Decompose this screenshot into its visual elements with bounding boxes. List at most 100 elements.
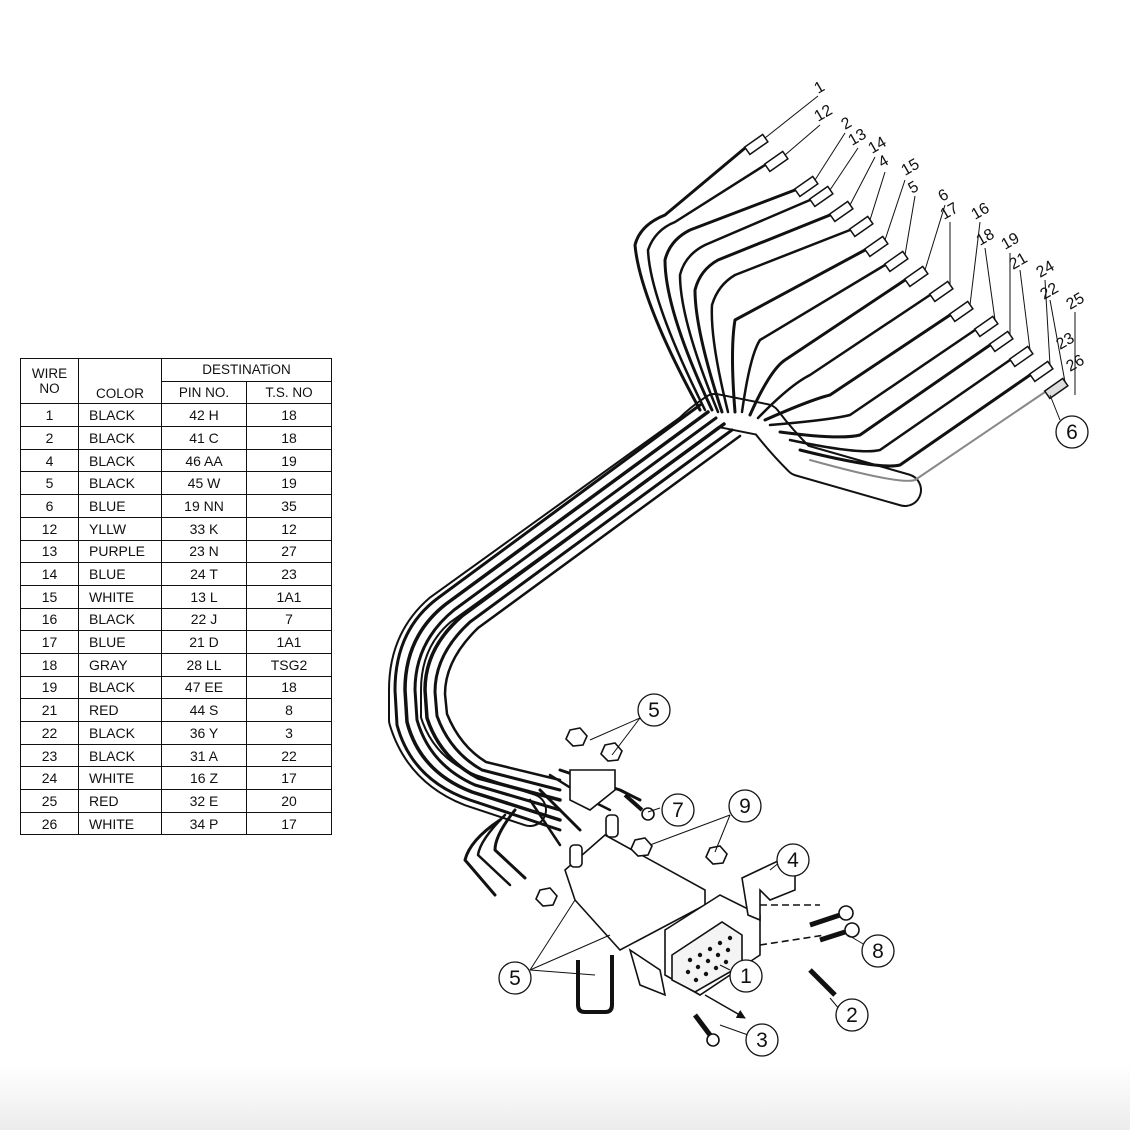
- insertion-arrow: [704, 994, 746, 1019]
- header-color: COLOR: [78, 357, 162, 405]
- callout-circle: [861, 934, 895, 968]
- wire-end-label: 12: [812, 102, 836, 126]
- wire-end-label: 16: [969, 200, 993, 224]
- bundle-wire-d: [423, 422, 726, 802]
- wire-terminals: [743, 133, 1069, 400]
- callout-number: 3: [756, 1029, 768, 1052]
- ts-cell: 17: [246, 811, 332, 836]
- color-cell: BLACK: [78, 721, 162, 745]
- callout-item-9: 9: [728, 789, 762, 823]
- wire-end-label: 26: [1064, 352, 1088, 376]
- fan-wire-6: [710, 228, 852, 414]
- color-cell: WHITE: [78, 811, 162, 836]
- terminal: [863, 235, 889, 258]
- pin-cell: 21 D: [161, 630, 247, 654]
- bundle-wire-b: [403, 410, 710, 822]
- callout-circle: [729, 959, 763, 993]
- callout-item-4: 4: [776, 843, 810, 877]
- header-pin-no: PIN NO.: [161, 380, 247, 405]
- lower-fan-1: [463, 818, 502, 897]
- pin: [715, 952, 721, 958]
- wire-end-label: 17: [938, 200, 962, 224]
- pin: [693, 977, 699, 983]
- lower-fan-4: [528, 798, 562, 847]
- terminal: [763, 150, 789, 173]
- connector-assembly: [535, 727, 860, 1047]
- callout-number: 2: [846, 1004, 858, 1027]
- terminal: [973, 315, 999, 338]
- screw-head: [844, 922, 860, 938]
- terminal: [828, 200, 854, 223]
- terminal: [808, 185, 834, 208]
- pin: [713, 965, 719, 971]
- callout-circle: [637, 693, 671, 727]
- header-ts-no: T.S. NO: [246, 380, 332, 405]
- terminal: [948, 300, 974, 323]
- pin-cell: 34 P: [161, 811, 247, 836]
- bundle-wire-c: [413, 416, 718, 812]
- terminal: [1028, 360, 1054, 383]
- pin: [695, 964, 701, 970]
- callout-leaders: [529, 394, 1061, 1036]
- color-cell: WHITE: [78, 766, 162, 791]
- fan-wire-11: [763, 313, 952, 422]
- pin: [727, 935, 733, 941]
- lower-fan-5: [538, 788, 582, 832]
- callout-item-5-top: 5: [637, 693, 671, 727]
- fan-wire-12: [768, 328, 977, 427]
- bundle-inner: [390, 395, 920, 825]
- terminal: [988, 330, 1014, 353]
- wire-end-label: 19: [999, 230, 1023, 254]
- ring-lug-eye: [641, 807, 655, 821]
- callout-item-7: 7: [661, 793, 695, 827]
- callout-number: 4: [787, 849, 799, 872]
- nut: [705, 845, 728, 865]
- callout-item-1: 1: [729, 959, 763, 993]
- wire-end-label: 18: [974, 226, 998, 250]
- wire-end-label: 1: [812, 78, 828, 97]
- u-bolt: [576, 955, 614, 1014]
- callout-circle: [745, 1023, 779, 1057]
- ts-cell: 1A1: [246, 584, 332, 609]
- pin: [707, 946, 713, 952]
- pin: [725, 947, 731, 953]
- wire-end-label: 4: [876, 152, 892, 171]
- fan-wire-7: [731, 248, 867, 414]
- terminal: [903, 265, 929, 288]
- fan-wire-13: [778, 343, 992, 439]
- wire-leaders: [764, 95, 1076, 395]
- wire-end-label: 5: [906, 178, 922, 197]
- fan-wire-10: [756, 293, 932, 420]
- color-cell: BLACK: [78, 403, 162, 428]
- callout-circle: [661, 793, 695, 827]
- callout-item-8: 8: [861, 934, 895, 968]
- wire-end-label: 21: [1007, 250, 1031, 274]
- wire-no-cell: 21: [20, 698, 79, 722]
- header-wire-line2: NO: [39, 381, 60, 397]
- callout-number: 9: [739, 795, 751, 818]
- fan-wire-14: [788, 358, 1012, 453]
- callout-number: 6: [1066, 421, 1078, 444]
- dash-line: [759, 934, 826, 946]
- fan-wire-1: [633, 146, 747, 412]
- ts-cell: 35: [246, 494, 332, 518]
- wire-end-label: 14: [866, 134, 890, 158]
- color-cell: RED: [78, 789, 162, 813]
- pin-item-2: [808, 968, 837, 997]
- wire-no-cell: 26: [20, 811, 79, 836]
- color-cell: BLUE: [78, 494, 162, 518]
- color-cell: RED: [78, 698, 162, 722]
- terminal: [743, 133, 769, 156]
- callout-circle: [835, 998, 869, 1032]
- screw-item-3: [693, 1013, 712, 1037]
- lower-fan-3: [493, 808, 527, 880]
- bundle-wire-a: [393, 403, 702, 832]
- nut: [600, 742, 623, 762]
- callout-number: 7: [672, 799, 684, 822]
- wire-end-label: 25: [1064, 290, 1088, 314]
